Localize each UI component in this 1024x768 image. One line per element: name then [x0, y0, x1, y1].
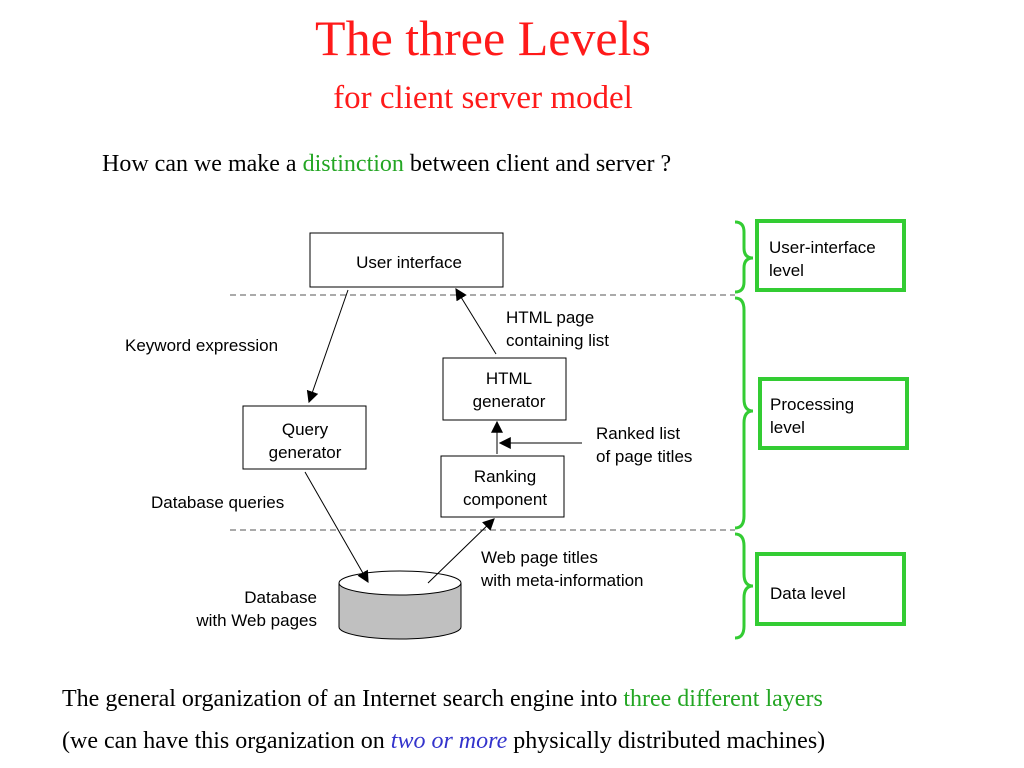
- caption-line-2-after: physically distributed machines): [507, 728, 826, 754]
- html-generator-label-2: generator: [473, 392, 546, 411]
- question-text: How can we make a distinction between cl…: [102, 149, 671, 179]
- keyword-expression-label: Keyword expression: [125, 336, 278, 355]
- ranking-component-label-1: Ranking: [474, 467, 536, 486]
- caption-line-2-before: (we can have this organization on: [62, 728, 391, 754]
- arrow-htmlgen-to-ui: [455, 287, 497, 355]
- web-page-titles-label-2: with meta-information: [480, 571, 644, 590]
- query-generator-box: [242, 405, 367, 470]
- caption-line-2-highlight: two or more: [390, 728, 508, 754]
- arrow-ui-to-query: [306, 289, 349, 404]
- user-interface-level-label-2: level: [769, 261, 804, 280]
- database-cylinder-icon: [338, 570, 462, 640]
- user-interface-level-label-1: User-interface: [769, 238, 876, 257]
- ranking-component-label-2: component: [463, 490, 547, 509]
- database-label-1: Database: [244, 588, 317, 607]
- user-interface-label: User interface: [356, 253, 462, 272]
- database-label-2: with Web pages: [195, 611, 317, 630]
- caption-line-1: The general organization of an Internet …: [62, 684, 823, 714]
- brace-data-level: [734, 532, 754, 640]
- brace-user-interface-level: [734, 220, 754, 294]
- question-before: How can we make a: [102, 151, 303, 177]
- processing-level-label-1: Processing: [770, 395, 854, 414]
- query-generator-label-1: Query: [282, 420, 329, 439]
- arrow-database-to-ranking: [427, 518, 495, 584]
- html-page-list-label-2: containing list: [506, 331, 609, 350]
- ranked-list-label-1: Ranked list: [596, 424, 680, 443]
- data-level-label: Data level: [770, 584, 846, 603]
- question-highlight: distinction: [302, 151, 404, 177]
- processing-level-box: [758, 377, 909, 450]
- question-after: between client and server ?: [403, 151, 672, 177]
- html-generator-box: [442, 357, 567, 421]
- user-interface-box: [309, 232, 504, 288]
- data-level-box: [755, 552, 906, 626]
- html-page-list-label-1: HTML page: [506, 308, 594, 327]
- web-page-titles-label-1: Web page titles: [481, 548, 598, 567]
- query-generator-label-2: generator: [269, 443, 342, 462]
- ranking-component-box: [440, 455, 565, 518]
- processing-level-label-2: level: [770, 418, 805, 437]
- caption-line-1-text: The general organization of an Internet …: [62, 686, 624, 712]
- page-subtitle: for client server model: [333, 80, 633, 116]
- caption-line-2: (we can have this organization on two or…: [62, 726, 825, 756]
- caption-line-1-highlight: three different layers: [623, 686, 823, 712]
- page-title: The three Levels: [315, 10, 651, 66]
- user-interface-level-box: [755, 219, 906, 292]
- brace-processing-level: [734, 296, 754, 530]
- html-generator-label-1: HTML: [486, 369, 532, 388]
- arrow-query-to-database: [304, 471, 369, 584]
- ranked-list-label-2: of page titles: [596, 447, 692, 466]
- database-queries-label: Database queries: [151, 493, 284, 512]
